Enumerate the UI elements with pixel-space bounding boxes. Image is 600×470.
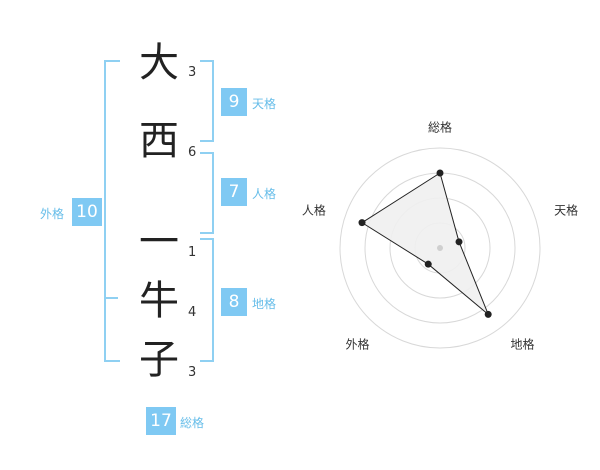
jinkaku-bracket (200, 152, 214, 234)
radar-polygon (361, 172, 489, 315)
radar-ring-4 (339, 147, 541, 349)
soukaku-value-badge: 17 (146, 407, 176, 435)
gaikaku-bracket-tick (104, 297, 118, 299)
name-char-1: 大 (139, 40, 179, 86)
radar-axis-label-3: 外格 (345, 337, 369, 352)
chikaku-bracket (200, 238, 214, 362)
chikaku-value-badge: 8 (221, 288, 247, 316)
stroke-count-1: 3 (188, 65, 197, 80)
radar-axis-label-2: 地格 (511, 337, 535, 352)
stroke-count-3: 1 (188, 245, 197, 260)
stroke-count-5: 3 (188, 365, 197, 380)
name-char-4: 牛 (139, 278, 179, 324)
name-char-3: 一 (139, 219, 179, 265)
radar-point-0 (436, 169, 444, 177)
name-char-2: 西 (139, 118, 179, 164)
gaikaku-value-badge: 10 (72, 198, 102, 226)
gaikaku-label: 外格 (40, 207, 65, 221)
jinkaku-value-badge: 7 (221, 178, 247, 206)
chikaku-label: 地格 (252, 297, 277, 311)
tenkaku-bracket (200, 60, 214, 142)
name-char-5: 子 (139, 337, 179, 383)
stroke-count-2: 6 (188, 145, 197, 160)
radar-point-3 (424, 260, 432, 268)
tenkaku-label: 天格 (252, 97, 277, 111)
radar-axis-label-4: 人格 (302, 202, 326, 217)
radar-axis-label-0: 総格 (428, 120, 452, 135)
radar-points (358, 169, 492, 318)
soukaku-label: 総格 (180, 416, 205, 430)
stroke-count-4: 4 (188, 305, 197, 320)
gaikaku-bracket (104, 60, 120, 362)
tenkaku-value-badge: 9 (221, 88, 247, 116)
jinkaku-label: 人格 (252, 187, 277, 201)
radar-point-2 (484, 310, 492, 318)
radar-point-4 (358, 219, 366, 227)
radar-point-1 (455, 238, 463, 246)
radar-axis-label-1: 天格 (554, 202, 578, 217)
radar-center-dot (437, 245, 443, 251)
